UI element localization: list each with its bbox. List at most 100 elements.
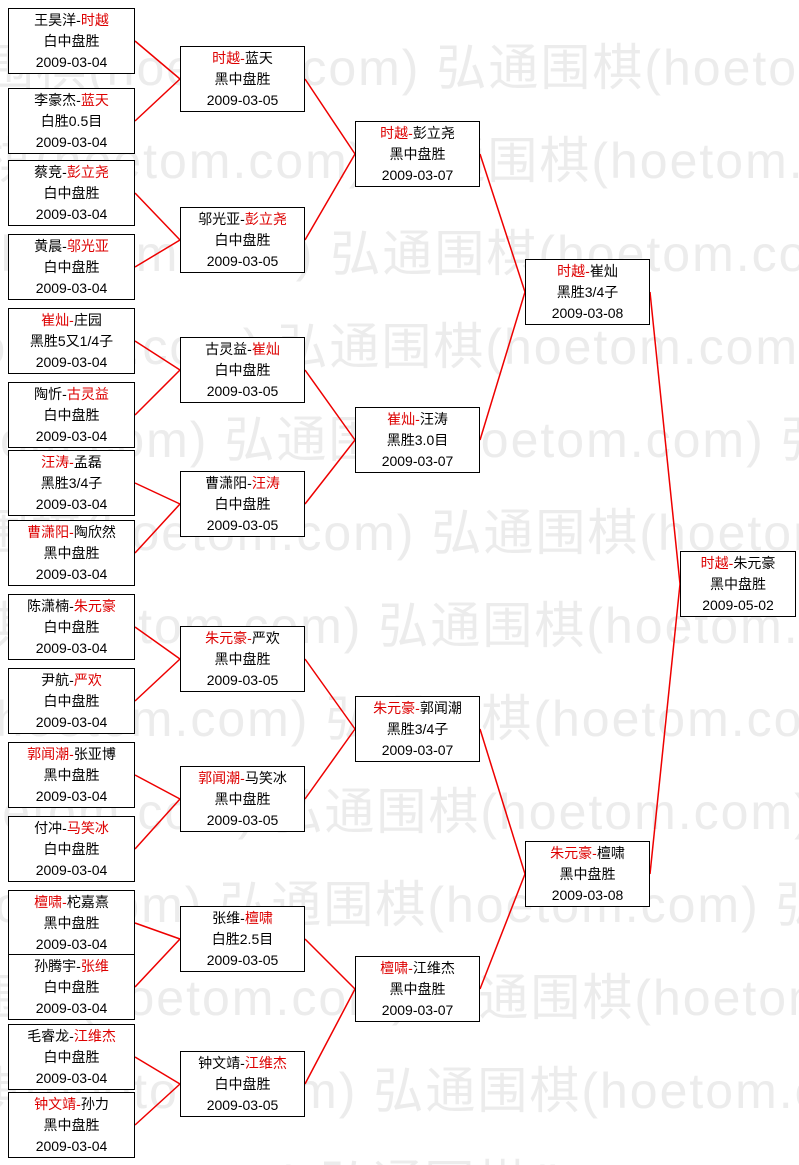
- match-players: 钟文靖-孙力: [34, 1094, 109, 1115]
- player1-name: 付冲: [34, 819, 63, 836]
- player2-name: 彭立尧: [244, 210, 287, 227]
- bracket-connector-line: [304, 439, 356, 505]
- match-players: 黄晨-邬光亚: [34, 236, 109, 257]
- match-date: 2009-03-04: [35, 1137, 108, 1154]
- match-date: 2009-03-05: [206, 91, 279, 108]
- player2-name: 马笑冰: [66, 819, 109, 836]
- player2-name: 郭闻潮: [419, 699, 462, 716]
- match-result: 白中盘胜: [43, 32, 100, 49]
- match-players: 曹潇阳-汪涛: [205, 473, 280, 494]
- player1-name: 古灵益: [205, 340, 248, 357]
- match-date: 2009-03-04: [35, 495, 108, 512]
- match-result: 黑胜3.0目: [386, 431, 449, 448]
- match-players: 朱元豪-郭闻潮: [373, 698, 462, 719]
- names-separator: -: [408, 959, 413, 976]
- names-separator: -: [69, 523, 74, 540]
- player2-name: 彭立尧: [66, 163, 109, 180]
- match-players: 朱元豪-严欢: [205, 628, 280, 649]
- bracket-connector-line: [134, 1056, 181, 1085]
- match-date: 2009-03-05: [206, 811, 279, 828]
- match-date: 2009-03-05: [206, 516, 279, 533]
- player2-name: 汪涛: [419, 410, 448, 427]
- match-players: 汪涛-孟磊: [41, 452, 102, 473]
- match-players: 檀啸-柁嘉熹: [34, 892, 109, 913]
- player1-name: 檀啸: [380, 959, 409, 976]
- player2-name: 彭立尧: [412, 124, 455, 141]
- bracket-connector-line: [134, 658, 181, 702]
- names-separator: -: [415, 699, 420, 716]
- match-players: 陈潇楠-朱元豪: [27, 596, 116, 617]
- bracket-connector-line: [134, 482, 181, 505]
- player1-name: 张维: [212, 909, 241, 926]
- match-date: 2009-03-04: [35, 713, 108, 730]
- bracket-connector-line: [134, 40, 181, 80]
- match-result: 白中盘胜: [214, 495, 271, 512]
- match-players: 时越-彭立尧: [380, 123, 455, 144]
- names-separator: -: [247, 340, 252, 357]
- names-separator: -: [62, 163, 67, 180]
- names-separator: -: [240, 769, 245, 786]
- player1-name: 尹航: [41, 671, 70, 688]
- player2-name: 柁嘉熹: [66, 893, 109, 910]
- bracket-connector-line: [134, 626, 181, 660]
- player2-name: 檀啸: [244, 909, 273, 926]
- match-date: 2009-03-05: [206, 382, 279, 399]
- match-players: 郭闻潮-马笑冰: [198, 768, 287, 789]
- match-result: 黑中盘胜: [43, 766, 100, 783]
- bracket-connector-line: [134, 239, 181, 268]
- bracket-connector-line: [134, 774, 181, 800]
- bracket-connector-line: [134, 1083, 181, 1126]
- match-players: 崔灿-汪涛: [387, 409, 448, 430]
- match-result: 黑中盘胜: [389, 980, 446, 997]
- names-separator: -: [592, 844, 597, 861]
- match-date: 2009-03-04: [35, 935, 108, 952]
- match-players: 时越-蓝天: [212, 48, 273, 69]
- player2-name: 汪涛: [251, 474, 280, 491]
- match-players: 朱元豪-檀啸: [550, 843, 625, 864]
- match-players: 郭闻潮-张亚博: [27, 744, 116, 765]
- match-result: 白中盘胜: [214, 231, 271, 248]
- match-result: 白胜0.5目: [40, 112, 103, 129]
- match-players: 孙腾宇-张维: [34, 956, 109, 977]
- player1-name: 曹潇阳: [205, 474, 248, 491]
- match-result: 白中盘胜: [43, 258, 100, 275]
- match-date: 2009-03-08: [551, 304, 624, 321]
- bracket-connector-line: [134, 503, 181, 554]
- player1-name: 时越: [212, 49, 241, 66]
- match-players: 张维-檀啸: [212, 908, 273, 929]
- match-result: 白中盘胜: [43, 406, 100, 423]
- match-players: 毛睿龙-江维杰: [27, 1026, 116, 1047]
- player1-name: 钟文靖: [34, 1095, 77, 1112]
- names-separator: -: [728, 554, 734, 571]
- player1-name: 郭闻潮: [27, 745, 70, 762]
- player1-name: 檀啸: [34, 893, 63, 910]
- player1-name: 黄晨: [34, 237, 63, 254]
- match-date: 2009-03-07: [381, 741, 454, 758]
- names-separator: -: [69, 597, 74, 614]
- player2-name: 朱元豪: [73, 597, 116, 614]
- match-date: 2009-03-05: [206, 1096, 279, 1113]
- bracket-connector-line: [304, 728, 356, 800]
- match-players: 古灵益-崔灿: [205, 339, 280, 360]
- player1-name: 孙腾宇: [34, 957, 77, 974]
- bracket-connector-line: [479, 728, 526, 875]
- names-separator: -: [240, 909, 245, 926]
- match-players: 曹潇阳-陶欣然: [27, 522, 116, 543]
- names-separator: -: [240, 1054, 245, 1071]
- bracket-connector-line: [134, 340, 181, 371]
- player2-name: 张亚博: [73, 745, 116, 762]
- player1-name: 朱元豪: [205, 629, 248, 646]
- match-result: 黑中盘胜: [710, 575, 766, 592]
- match-players: 付冲-马笑冰: [34, 818, 109, 839]
